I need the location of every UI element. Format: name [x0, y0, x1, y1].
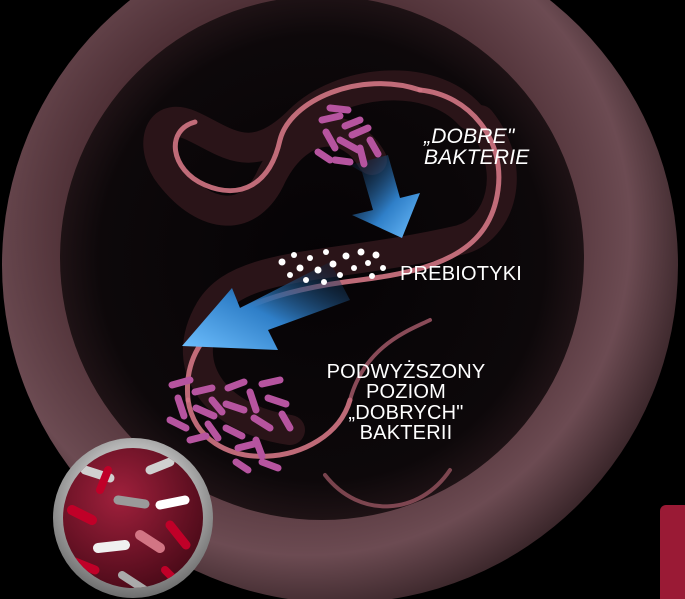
good-bacteria-label-line2: BAKTERIE	[424, 147, 529, 168]
increased-level-label-line3: „DOBRYCH"	[318, 403, 494, 423]
increased-level-label: PODWYŻSZONY POZIOM „DOBRYCH" BAKTERII	[318, 362, 494, 444]
corner-tab	[660, 505, 685, 599]
increased-level-label-line1: PODWYŻSZONY	[318, 362, 494, 382]
increased-level-label-line4: BAKTERII	[318, 423, 494, 443]
good-bacteria-label: „DOBRE" BAKTERIE	[424, 126, 529, 169]
good-bacteria-label-line1: „DOBRE"	[424, 126, 529, 147]
prebiotics-label: PREBIOTYKI	[400, 264, 522, 284]
prebiotics-label-text: PREBIOTYKI	[400, 264, 522, 284]
increased-level-label-line2: POZIOM	[318, 382, 494, 402]
microscope-bacteria-badge-icon	[53, 438, 213, 598]
